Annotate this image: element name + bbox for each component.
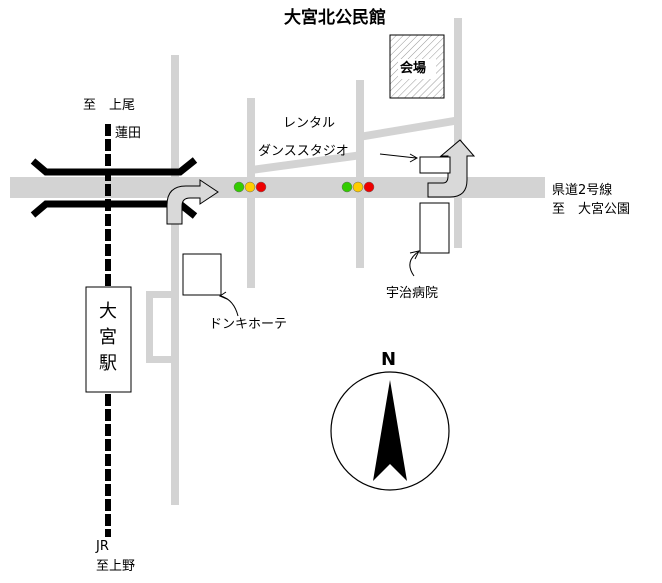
signal-green-light bbox=[341, 181, 353, 193]
overpass bbox=[30, 157, 198, 219]
signal-red-light bbox=[363, 181, 375, 193]
turn-arrow-east bbox=[427, 139, 476, 198]
compass-needle bbox=[373, 380, 407, 481]
leader-dance-studio bbox=[379, 153, 417, 159]
loop-road-bottom bbox=[146, 356, 175, 363]
station-building bbox=[85, 286, 132, 393]
loop-road-side bbox=[146, 291, 153, 363]
leader-dance-studio-head bbox=[409, 153, 419, 163]
omiya-station: 大宮駅 bbox=[86, 287, 131, 392]
jr-label: JR bbox=[96, 539, 109, 554]
signal-yellow-light bbox=[352, 181, 364, 193]
overpass-upper-rail bbox=[30, 157, 198, 176]
turn-arrow-west bbox=[166, 179, 219, 225]
signal-green-light bbox=[233, 181, 245, 193]
dance-studio-label-line2: ダンススタジオ bbox=[258, 144, 349, 159]
hospital-building bbox=[419, 202, 450, 254]
dance-studio-label-line1: レンタル bbox=[283, 116, 336, 131]
signal-yellow-light bbox=[244, 181, 256, 193]
compass bbox=[330, 371, 450, 491]
side-road-west bbox=[171, 55, 179, 505]
leader-lines bbox=[218, 153, 420, 317]
hospital-label: 宇治病院 bbox=[386, 286, 439, 301]
main-road-prefectural-route-2 bbox=[10, 177, 545, 198]
diagonal-road-lower bbox=[251, 151, 362, 174]
venue-label-bg bbox=[398, 59, 436, 79]
signal-red-light bbox=[255, 181, 267, 193]
venue-label: 会場 bbox=[400, 61, 427, 76]
roads bbox=[10, 18, 545, 505]
leader-hospital-head bbox=[409, 250, 420, 260]
side-road-middle bbox=[247, 98, 255, 288]
side-road-center bbox=[356, 80, 364, 268]
station-name: 大宮駅 bbox=[99, 301, 117, 374]
leader-donki bbox=[220, 295, 239, 317]
route-label: 県道2号線 bbox=[552, 183, 613, 198]
side-road-east bbox=[454, 18, 462, 248]
north-label: N bbox=[381, 349, 397, 370]
leader-donki-head bbox=[218, 291, 228, 300]
diagonal-road-upper bbox=[359, 117, 454, 141]
to-ueno-label: 至上野 bbox=[96, 559, 136, 574]
donki-label: ドンキホーテ bbox=[209, 317, 288, 332]
loop-road-top bbox=[146, 291, 175, 298]
traffic-signal-2 bbox=[341, 181, 375, 193]
leader-hospital bbox=[409, 251, 419, 277]
to-ageo-label: 至 上尾 bbox=[83, 98, 136, 113]
donki-building bbox=[182, 253, 222, 296]
turn-arrows bbox=[166, 139, 476, 225]
hasuda-label: 蓮田 bbox=[115, 126, 142, 141]
map-title: 大宮北公民館 bbox=[284, 8, 386, 28]
to-omiya-park-label: 至 大宮公園 bbox=[552, 202, 631, 217]
traffic-signal-1 bbox=[233, 181, 267, 193]
dance-studio-building bbox=[419, 156, 451, 174]
overpass-lower-rail bbox=[30, 200, 198, 219]
